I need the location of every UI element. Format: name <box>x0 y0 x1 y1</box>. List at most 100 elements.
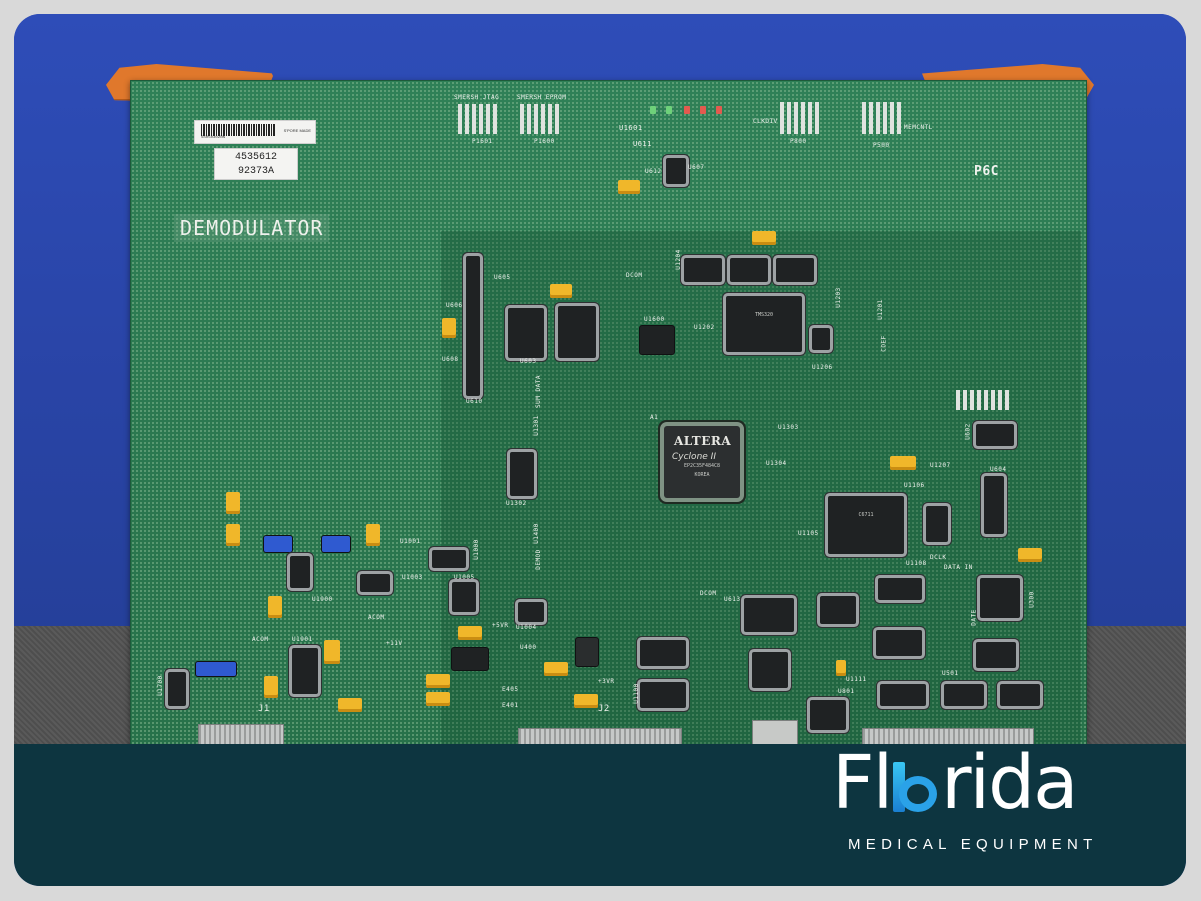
silk-coef: COEF <box>880 335 888 352</box>
eprom-header <box>520 104 562 134</box>
chip-u1700 <box>168 672 186 706</box>
silk-u1201: U1201 <box>876 299 884 320</box>
silk-u1304: U1304 <box>766 460 787 467</box>
capacitor-3 <box>550 284 572 298</box>
silk-e401: E401 <box>502 702 519 709</box>
regulator-2 <box>576 638 598 666</box>
silk-smersh-jtag: SMERSH JTAG <box>454 94 500 101</box>
silk-u1206: U1206 <box>812 364 833 371</box>
silk-u400: U400 <box>520 644 537 651</box>
silk-acom-2: ACOM <box>368 614 385 621</box>
silk-u501: U501 <box>942 670 959 677</box>
silk-sum-data: SUM DATA <box>534 375 542 408</box>
silk-u611: U611 <box>633 140 652 148</box>
led-green-2 <box>666 106 672 114</box>
capacitor-8 <box>226 524 240 546</box>
capacitor-2 <box>752 231 776 245</box>
capacitor-12 <box>264 676 278 698</box>
barcode-text: SS050302NN <box>201 136 226 140</box>
silk-u1400: U1400 <box>532 523 540 544</box>
chip-u800 <box>752 652 788 688</box>
silk-u1600: U1600 <box>644 316 665 323</box>
memcntl-header <box>862 102 904 134</box>
fpga-part-number: EP2C35F484C8 <box>683 463 721 470</box>
board-title: DEMODULATOR <box>174 214 330 242</box>
chip-u1105: C6711 <box>828 496 904 554</box>
circuit-board <box>130 80 1087 752</box>
chip-u801 <box>810 700 846 730</box>
chip-u1005 <box>452 582 476 612</box>
capacitor-4 <box>442 318 456 338</box>
chip-u1204c <box>776 258 814 282</box>
capacitor-6 <box>1018 548 1042 562</box>
chip-u505 <box>1000 684 1040 706</box>
brand-banner <box>14 744 1186 886</box>
silk-u602: U602 <box>964 423 972 440</box>
silk-p1601: P1601 <box>472 138 493 145</box>
barcode <box>201 124 275 136</box>
silk-u1111: U1111 <box>846 676 867 683</box>
silk-p1600: P1600 <box>534 138 555 145</box>
silk-p800: P800 <box>790 138 807 145</box>
silk-plus11v: +11V <box>386 640 403 647</box>
silk-data-in: DATA IN <box>944 564 973 571</box>
fpga-origin: KOREA <box>694 472 710 479</box>
capacitor-17 <box>544 662 568 676</box>
silk-u300: U300 <box>1028 591 1036 608</box>
chip-u1302 <box>510 452 534 496</box>
part-number-label: 4535612 92373A <box>214 148 298 180</box>
capacitor-9 <box>366 524 380 546</box>
silk-u612: U612 <box>645 168 662 175</box>
silk-memcntl: MEMCNTL <box>904 124 933 131</box>
capacitor-1 <box>618 180 640 194</box>
crystal-oscillator <box>752 720 798 746</box>
blue-trimmer-bottom <box>196 662 236 676</box>
chip-u1103 <box>880 684 926 706</box>
header-right-upper <box>956 390 1010 410</box>
chip-u1204b <box>730 258 768 282</box>
silk-dclk: DCLK <box>930 554 947 561</box>
capacitor-11 <box>324 640 340 664</box>
silk-date: DATE <box>970 609 978 626</box>
chip-u1102 <box>876 630 922 656</box>
silk-plus3vr: +3VR <box>598 678 615 685</box>
silk-u1303: U1303 <box>778 424 799 431</box>
led-red-3 <box>716 106 722 114</box>
silk-u1202: U1202 <box>694 324 715 331</box>
barcode-origin: S'PORE MADE <box>283 128 311 133</box>
chip-u1206 <box>812 328 830 350</box>
chip-u607 <box>666 158 686 184</box>
silk-u610: U610 <box>466 398 483 405</box>
led-red-2 <box>700 106 706 114</box>
silk-demod: DEMOD <box>534 549 542 570</box>
silk-u613: U613 <box>724 596 741 603</box>
fpga-family: Cyclone II <box>672 452 716 462</box>
jtag-header <box>458 104 500 134</box>
silk-u1108: U1108 <box>906 560 927 567</box>
capacitor-19 <box>836 660 846 676</box>
silk-p500: P500 <box>873 142 890 149</box>
capacitor-10 <box>268 596 282 618</box>
silk-u607: U607 <box>688 164 705 171</box>
capacitor-5 <box>890 456 916 470</box>
photo-frame <box>14 14 1186 886</box>
chip-u503 <box>976 642 1016 668</box>
lsi-chip-marking-1: TMS320 <box>754 311 774 318</box>
silk-u1001: U1001 <box>400 538 421 545</box>
silk-dcom-2: DCOM <box>700 590 717 597</box>
chip-u1004 <box>518 602 544 622</box>
chip-u603a <box>508 308 544 358</box>
capacitor-13 <box>338 698 362 712</box>
logo-accent-icon <box>893 762 939 812</box>
chip-u1204a <box>684 258 722 282</box>
silk-u1700: U1700 <box>156 675 164 696</box>
connector-j3 <box>862 728 1034 746</box>
chip-column-u605-u610 <box>466 256 480 396</box>
connector-j2 <box>518 728 682 746</box>
capacitor-18 <box>574 694 598 708</box>
chip-u501 <box>944 684 984 706</box>
chip-u1000 <box>432 550 466 568</box>
lsi-chip-marking-2: C6711 <box>858 512 874 519</box>
silk-u1302: U1302 <box>506 500 527 507</box>
